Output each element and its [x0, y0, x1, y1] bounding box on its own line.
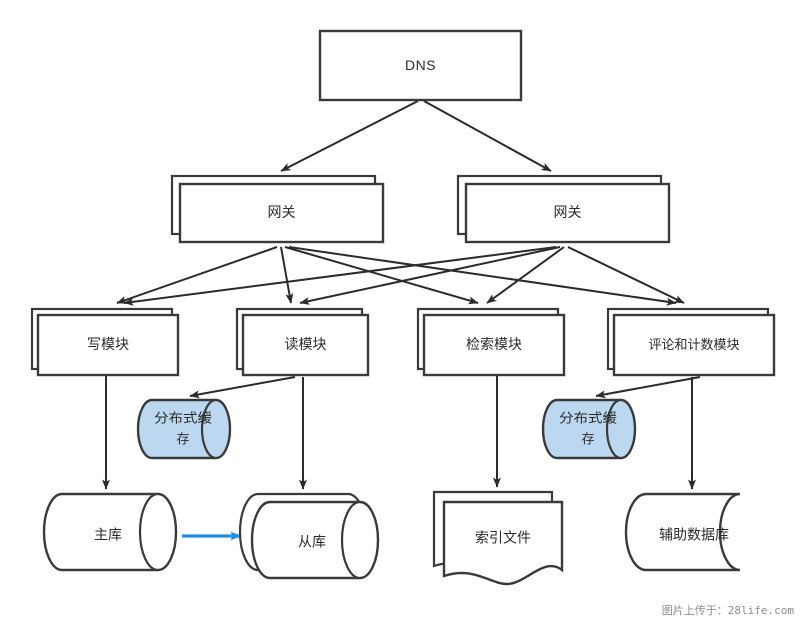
cache-left-body	[136, 398, 232, 460]
edge-gateway-left-to-module-comment-count	[288, 246, 677, 306]
edge-gateway-right-to-module-search	[486, 246, 565, 304]
aux-database-body	[624, 492, 741, 572]
cache-right-body	[541, 398, 637, 460]
node-module-write[interactable]: 写模块	[30, 307, 180, 377]
watermark-text: 图片上传于：28life.com	[661, 604, 794, 617]
edge-gateway-right-to-module-write	[123, 246, 557, 306]
cache-right-cap	[605, 398, 622, 460]
aux-database-label: 辅助数据库	[659, 527, 729, 543]
module-read-box-front	[241, 313, 370, 377]
node-index-file[interactable]: 索引文件	[432, 490, 564, 586]
module-comment-count-label: 评论和计数模块	[648, 337, 739, 352]
node-gateway-right[interactable]: 网关	[456, 174, 671, 244]
gateway-right-label: 网关	[554, 204, 582, 220]
node-gateway-left[interactable]: 网关	[170, 174, 385, 244]
edge-dns-to-gateway-right	[423, 100, 552, 172]
cache-right-label-line1: 分布式缓	[559, 410, 617, 425]
edge-gateway-left-to-module-write	[116, 246, 278, 304]
node-cache-right[interactable]: 分布式缓	[541, 398, 637, 460]
index-file-label: 索引文件	[475, 530, 531, 546]
edge-layer	[102, 100, 701, 541]
node-dns[interactable]: DNS	[318, 29, 523, 102]
cache-left-label-line1: 分布式缓	[154, 410, 212, 425]
gateway-left-label: 网关	[268, 204, 296, 220]
edge-gateway-left-to-module-read	[280, 246, 294, 304]
node-module-comment-count[interactable]: 评论和计数模块	[606, 307, 776, 377]
edge-module-read-to-cache-left	[189, 376, 296, 399]
module-search-label: 检索模块	[466, 336, 522, 352]
node-module-search[interactable]: 检索模块	[416, 307, 566, 377]
node-db-slave[interactable]: 从库	[238, 492, 380, 580]
gateway-left-box-front	[178, 182, 385, 244]
edge-module-comment-count-to-cache-right	[595, 376, 701, 399]
node-db-master[interactable]: 主库	[42, 492, 178, 572]
node-cache-left[interactable]: 分布式缓	[136, 398, 232, 460]
db-slave-cap	[340, 500, 361, 580]
db-master-label: 主库	[94, 527, 122, 543]
module-search-box-front	[422, 313, 566, 377]
dns-label: DNS	[405, 57, 436, 73]
gateway-right-box-front	[464, 182, 671, 244]
edge-gateway-right-to-module-read	[299, 246, 561, 305]
edge-gateway-left-to-module-search	[284, 246, 479, 305]
module-write-label: 写模块	[87, 336, 129, 352]
node-aux-database[interactable]: 辅助数据库	[624, 492, 741, 572]
node-module-read[interactable]: 读模块	[235, 307, 370, 377]
module-read-label: 读模块	[285, 336, 327, 352]
edge-gateway-right-to-module-comment-count	[567, 246, 685, 304]
edge-dns-to-gateway-left	[280, 100, 419, 172]
db-slave-label: 从库	[298, 534, 326, 550]
dns-box	[318, 29, 523, 102]
cache-left-cap	[200, 398, 217, 460]
module-comment-count-box-front	[612, 313, 776, 377]
db-master-cap	[138, 492, 159, 572]
index-file-doc-front	[442, 500, 564, 586]
module-write-box-front	[36, 313, 180, 377]
